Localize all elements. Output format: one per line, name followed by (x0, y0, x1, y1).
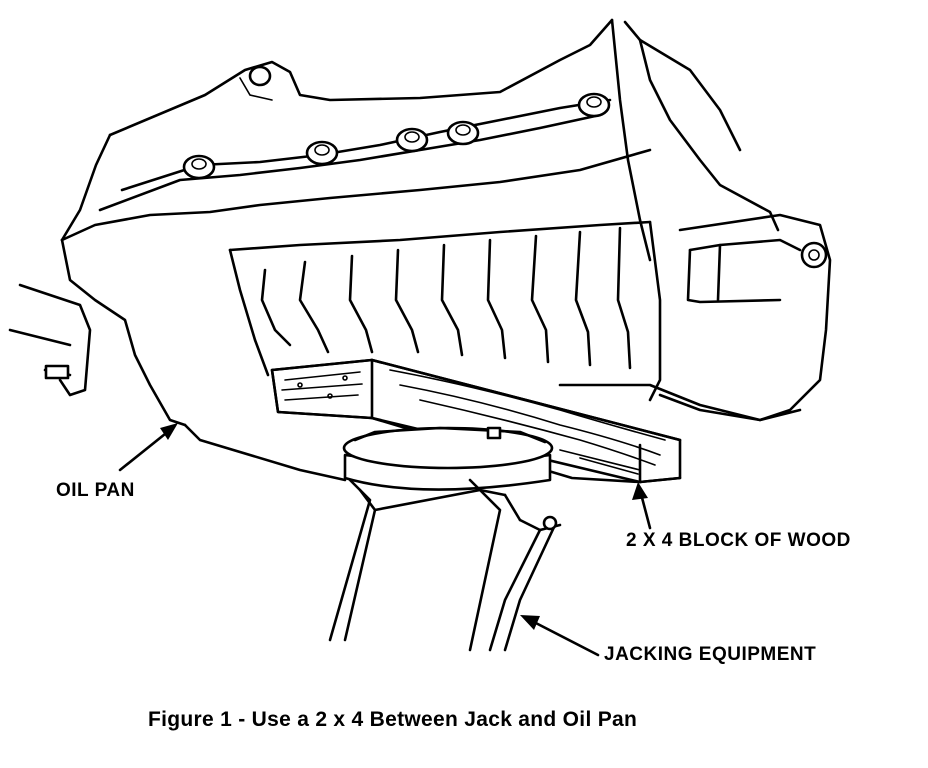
jack-arm (328, 478, 562, 652)
oil-pan-label: OIL PAN (56, 480, 135, 501)
bolt-icon (395, 127, 429, 153)
jack-saddle (342, 426, 554, 491)
bolt-icon (577, 92, 611, 118)
figure-caption: Figure 1 - Use a 2 x 4 Between Jack and … (148, 708, 638, 731)
wood-side-grain (389, 369, 666, 475)
bolt-icon (182, 154, 216, 180)
wood-block-label: 2 X 4 BLOCK OF WOOD (626, 530, 851, 551)
jacking-equipment-label: JACKING EQUIPMENT (604, 644, 817, 665)
engine-block (60, 18, 832, 422)
bolt-icon (305, 140, 339, 166)
bolt-icon (446, 120, 480, 146)
leader-oil-pan (118, 423, 178, 472)
oil-pan (60, 148, 802, 482)
leader-wood-block (632, 482, 652, 530)
bolt-row (182, 92, 611, 180)
wood-end-grain (281, 371, 363, 401)
left-bracket (8, 283, 92, 397)
leader-jacking-equipment (520, 615, 600, 657)
